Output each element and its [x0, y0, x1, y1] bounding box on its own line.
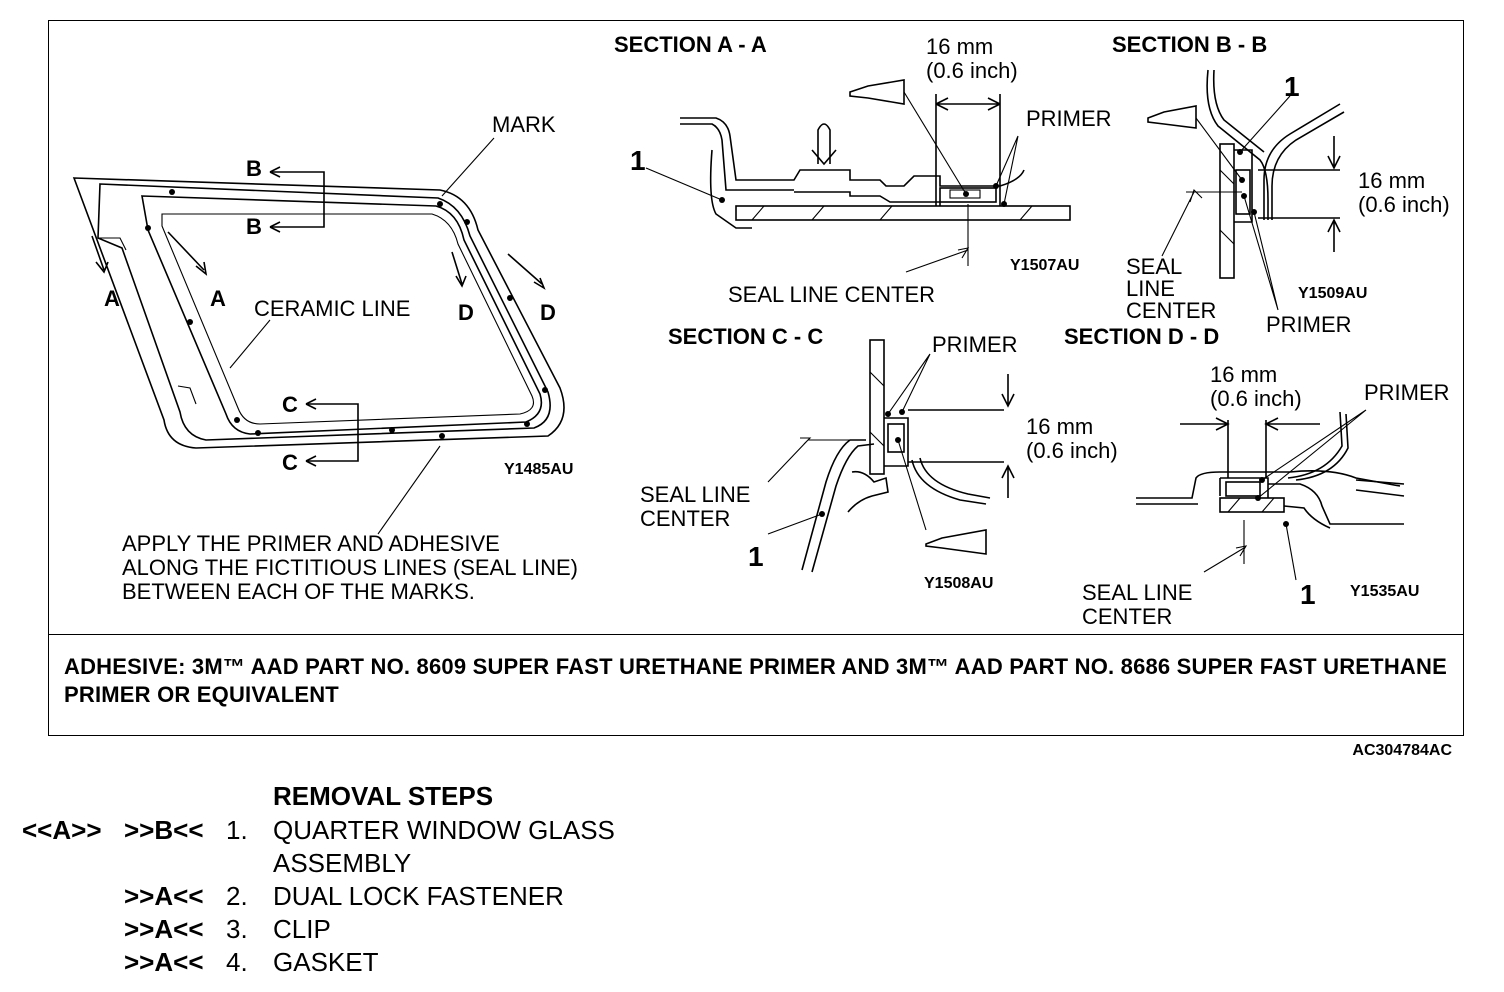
section-cc-drawing	[767, 339, 1015, 573]
section-cc-dim-mm: 16 mm	[1026, 414, 1093, 439]
section-cc-ref-code: Y1508AU	[924, 575, 993, 592]
section-dd-seal-line-1: SEAL LINE	[1082, 580, 1192, 605]
section-cc-part-number: 1	[748, 541, 764, 572]
cut-label-a-left: A	[104, 286, 120, 311]
section-dd-part-number: 1	[1300, 579, 1316, 610]
step-number: 1.	[226, 815, 248, 845]
step-label: ASSEMBLY	[273, 848, 412, 878]
cut-label-a-right: A	[210, 286, 226, 311]
window-overview	[72, 137, 565, 535]
removal-steps-heading: REMOVAL STEPS	[273, 781, 494, 811]
instruction-line-2: ALONG THE FICTITIOUS LINES (SEAL LINE)	[122, 555, 578, 580]
section-cc-primer-label: PRIMER	[932, 332, 1018, 357]
cut-label-d-right: D	[540, 300, 556, 325]
section-aa-ref-code: Y1507AU	[1010, 257, 1079, 274]
section-bb-dim-inch: (0.6 inch)	[1358, 192, 1450, 217]
cut-label-b-bottom: B	[246, 214, 262, 239]
section-aa-dim-mm: 16 mm	[926, 34, 993, 59]
cut-label-b-top: B	[246, 156, 262, 181]
section-bb-drawing	[1147, 69, 1345, 311]
section-cc-dim-inch: (0.6 inch)	[1026, 438, 1118, 463]
step-ref-primary: <<A>>	[22, 815, 102, 845]
step-ref-secondary: >>A<<	[124, 947, 204, 977]
step-ref-secondary: >>B<<	[124, 815, 204, 845]
section-aa-title: SECTION A - A	[614, 32, 767, 57]
cut-label-c-bottom: C	[282, 450, 298, 475]
section-bb-part-number: 1	[1284, 71, 1300, 102]
section-dd-ref-code: Y1535AU	[1350, 583, 1419, 600]
ceramic-line-label: CERAMIC LINE	[254, 296, 410, 321]
section-aa-drawing	[645, 79, 1071, 273]
section-cc-seal-line-2: CENTER	[640, 506, 730, 531]
section-bb-seal-line-1: SEAL	[1126, 254, 1182, 279]
step-number: 4.	[226, 947, 248, 977]
instruction-line-1: APPLY THE PRIMER AND ADHESIVE	[122, 531, 500, 556]
document-id: AC304784AC	[1352, 742, 1452, 759]
step-number: 3.	[226, 914, 248, 944]
cut-label-d-left: D	[458, 300, 474, 325]
section-dd-primer-label: PRIMER	[1364, 380, 1450, 405]
section-aa-primer-label: PRIMER	[1026, 106, 1112, 131]
section-dd-dim-inch: (0.6 inch)	[1210, 386, 1302, 411]
cut-label-c-top: C	[282, 392, 298, 417]
step-label: DUAL LOCK FASTENER	[273, 881, 564, 911]
adhesive-note: ADHESIVE: 3M™ AAD PART NO. 8609 SUPER FA…	[48, 634, 1464, 736]
section-dd-drawing	[1136, 409, 1405, 581]
step-number: 2.	[226, 881, 248, 911]
section-bb-title: SECTION B - B	[1112, 32, 1267, 57]
section-aa-seal-line-label: SEAL LINE CENTER	[728, 282, 935, 307]
step-label: QUARTER WINDOW GLASS	[273, 815, 615, 845]
overview-ref-code: Y1485AU	[504, 461, 573, 478]
instruction-line-3: BETWEEN EACH OF THE MARKS.	[122, 579, 475, 604]
section-bb-primer-label: PRIMER	[1266, 312, 1352, 337]
section-dd-title: SECTION D - D	[1064, 324, 1219, 349]
diagram-frame	[48, 20, 1464, 736]
section-dd-dim-mm: 16 mm	[1210, 362, 1277, 387]
section-bb-seal-line-3: CENTER	[1126, 298, 1216, 323]
section-aa-dim-inch: (0.6 inch)	[926, 58, 1018, 83]
step-label: CLIP	[273, 914, 331, 944]
section-bb-ref-code: Y1509AU	[1298, 285, 1367, 302]
step-label: GASKET	[273, 947, 379, 977]
section-cc-seal-line-1: SEAL LINE	[640, 482, 750, 507]
section-cc-title: SECTION C - C	[668, 324, 823, 349]
section-dd-seal-line-2: CENTER	[1082, 604, 1172, 629]
section-bb-seal-line-2: LINE	[1126, 276, 1175, 301]
step-ref-secondary: >>A<<	[124, 914, 204, 944]
diagram-canvas: MARK CERAMIC LINE B B A A C C D D Y1485A…	[72, 32, 1450, 629]
section-bb-dim-mm: 16 mm	[1358, 168, 1425, 193]
section-aa-part-number: 1	[630, 145, 646, 176]
mark-label: MARK	[492, 112, 556, 137]
step-ref-secondary: >>A<<	[124, 881, 204, 911]
